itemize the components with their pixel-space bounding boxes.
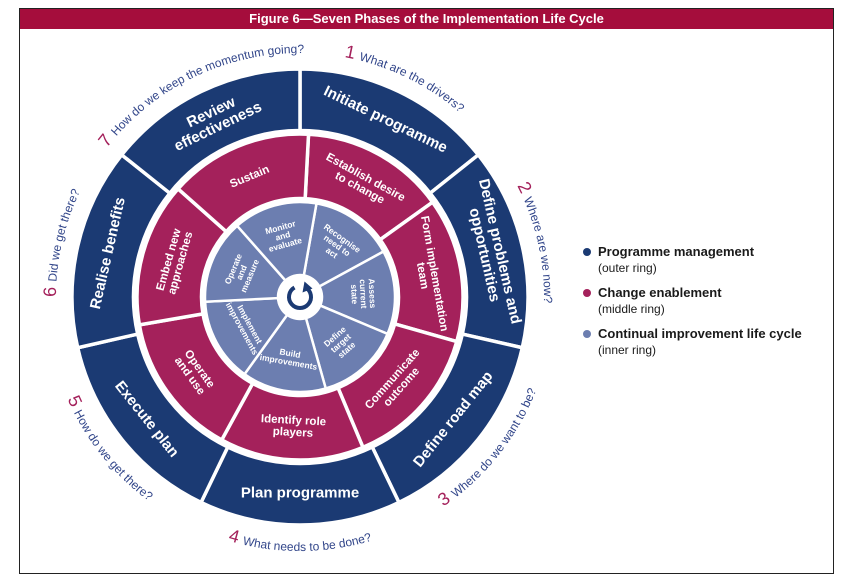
legend-item-inner: Continual improvement life cycle (inner … — [583, 325, 823, 359]
inner-ring-label: Assesscurrentstate — [349, 278, 378, 309]
phase-number: 1 — [343, 41, 362, 64]
svg-text:Assesscurrentstate: Assesscurrentstate — [349, 278, 378, 309]
legend-dot-icon — [583, 248, 591, 256]
phase-number: 4 — [227, 525, 246, 548]
legend-sublabel: (outer ring) — [598, 261, 657, 275]
legend-label: Change enablement — [598, 285, 722, 300]
legend: Programme management (outer ring) Change… — [583, 243, 823, 366]
outer-ring-label: Plan programme — [241, 484, 359, 501]
svg-text:Identify roleplayers: Identify roleplayers — [260, 413, 326, 440]
middle-ring-label: Identify roleplayers — [260, 413, 327, 440]
legend-sublabel: (middle ring) — [598, 302, 665, 316]
svg-text:Definetargetstate: Definetargetstate — [322, 324, 360, 362]
cycle-arrow-icon — [287, 281, 313, 310]
phase-number: 6 — [40, 281, 60, 297]
svg-text:Plan programme: Plan programme — [241, 484, 359, 501]
middle-ring-sector — [175, 132, 311, 235]
outer-ring-sector — [119, 67, 302, 196]
hub-circle — [278, 275, 322, 319]
legend-dot-icon — [583, 289, 591, 297]
legend-item-middle: Change enablement (middle ring) — [583, 284, 823, 318]
legend-label: Programme management — [598, 244, 755, 259]
phase-question: 4 What needs to be done? — [227, 525, 373, 554]
figure-title: Figure 6—Seven Phases of the Implementat… — [20, 9, 833, 29]
legend-label: Continual improvement life cycle — [598, 326, 802, 341]
legend-dot-icon — [583, 330, 591, 338]
legend-item-outer: Programme management (outer ring) — [583, 243, 823, 277]
inner-ring-label: Definetargetstate — [322, 324, 360, 362]
legend-sublabel: (inner ring) — [598, 343, 657, 357]
